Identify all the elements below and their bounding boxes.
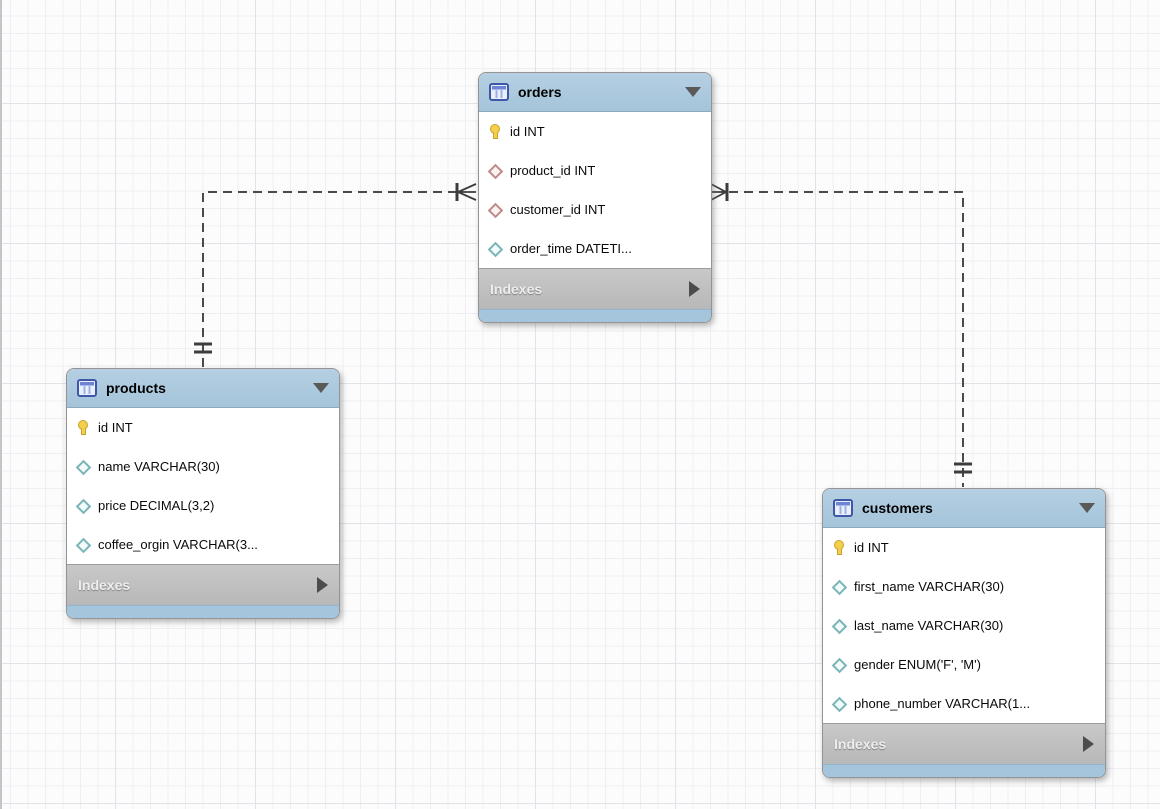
- indexes-label: Indexes: [78, 577, 131, 593]
- table-header[interactable]: customers: [823, 489, 1105, 528]
- column-icon: [488, 240, 502, 257]
- column-text: id INT: [98, 420, 133, 435]
- column-list: id INT first_name VARCHAR(30) last_name …: [823, 528, 1105, 723]
- table-icon: [489, 83, 509, 101]
- indexes-bar[interactable]: Indexes: [67, 564, 339, 605]
- foreign-key-icon: [488, 201, 502, 218]
- relationship-orders-customers[interactable]: [710, 183, 972, 487]
- indexes-bar[interactable]: Indexes: [823, 723, 1105, 764]
- column-icon: [832, 656, 846, 673]
- column-row[interactable]: price DECIMAL(3,2): [67, 486, 339, 525]
- table-title: products: [106, 380, 166, 396]
- column-text: gender ENUM('F', 'M'): [854, 657, 981, 672]
- collapse-arrow-icon[interactable]: [313, 383, 329, 393]
- primary-key-icon: [832, 539, 846, 556]
- primary-key-icon: [76, 419, 90, 436]
- relationship-orders-products[interactable]: [194, 183, 477, 367]
- cardinality-one-icon: [194, 342, 212, 354]
- column-icon: [76, 458, 90, 475]
- column-icon: [832, 695, 846, 712]
- expand-arrow-icon[interactable]: [1083, 736, 1094, 752]
- column-row[interactable]: product_id INT: [479, 151, 711, 190]
- table-bottom-strip: [823, 764, 1105, 777]
- column-text: product_id INT: [510, 163, 596, 178]
- column-text: id INT: [854, 540, 889, 555]
- column-row[interactable]: name VARCHAR(30): [67, 447, 339, 486]
- column-text: customer_id INT: [510, 202, 606, 217]
- relationship-line[interactable]: [202, 191, 457, 367]
- indexes-label: Indexes: [490, 281, 543, 297]
- relationship-line[interactable]: [729, 191, 964, 487]
- column-text: last_name VARCHAR(30): [854, 618, 1004, 633]
- crow-foot-many-icon: [710, 183, 727, 201]
- collapse-arrow-icon[interactable]: [685, 87, 701, 97]
- column-text: price DECIMAL(3,2): [98, 498, 215, 513]
- column-row[interactable]: id INT: [67, 408, 339, 447]
- column-text: coffee_orgin VARCHAR(3...: [98, 537, 258, 552]
- column-text: first_name VARCHAR(30): [854, 579, 1005, 594]
- expand-arrow-icon[interactable]: [317, 577, 328, 593]
- foreign-key-icon: [488, 162, 502, 179]
- table-icon: [833, 499, 853, 517]
- column-text: phone_number VARCHAR(1...: [854, 696, 1031, 711]
- column-row[interactable]: order_time DATETI...: [479, 229, 711, 268]
- collapse-arrow-icon[interactable]: [1079, 503, 1095, 513]
- column-row[interactable]: first_name VARCHAR(30): [823, 567, 1105, 606]
- table-header[interactable]: products: [67, 369, 339, 408]
- column-text: id INT: [510, 124, 545, 139]
- column-text: order_time DATETI...: [510, 241, 632, 256]
- column-icon: [76, 536, 90, 553]
- column-icon: [832, 617, 846, 634]
- column-row[interactable]: coffee_orgin VARCHAR(3...: [67, 525, 339, 564]
- column-list: id INT product_id INT customer_id INT or…: [479, 112, 711, 268]
- indexes-label: Indexes: [834, 736, 887, 752]
- column-list: id INT name VARCHAR(30) price DECIMAL(3,…: [67, 408, 339, 564]
- crow-foot-many-icon: [457, 183, 477, 201]
- column-text: name VARCHAR(30): [98, 459, 220, 474]
- table-products[interactable]: products id INT name VARCHAR(30) price D…: [66, 368, 340, 619]
- cardinality-one-icon: [954, 462, 972, 474]
- column-icon: [832, 578, 846, 595]
- table-header[interactable]: orders: [479, 73, 711, 112]
- indexes-bar[interactable]: Indexes: [479, 268, 711, 309]
- column-row[interactable]: last_name VARCHAR(30): [823, 606, 1105, 645]
- table-title: orders: [518, 84, 562, 100]
- expand-arrow-icon[interactable]: [689, 281, 700, 297]
- table-bottom-strip: [479, 309, 711, 322]
- table-orders[interactable]: orders id INT product_id INT customer_id…: [478, 72, 712, 323]
- table-bottom-strip: [67, 605, 339, 618]
- table-title: customers: [862, 500, 933, 516]
- column-row[interactable]: id INT: [823, 528, 1105, 567]
- column-row[interactable]: gender ENUM('F', 'M'): [823, 645, 1105, 684]
- column-row[interactable]: phone_number VARCHAR(1...: [823, 684, 1105, 723]
- table-customers[interactable]: customers id INT first_name VARCHAR(30) …: [822, 488, 1106, 778]
- column-icon: [76, 497, 90, 514]
- column-row[interactable]: customer_id INT: [479, 190, 711, 229]
- primary-key-icon: [488, 123, 502, 140]
- column-row[interactable]: id INT: [479, 112, 711, 151]
- table-icon: [77, 379, 97, 397]
